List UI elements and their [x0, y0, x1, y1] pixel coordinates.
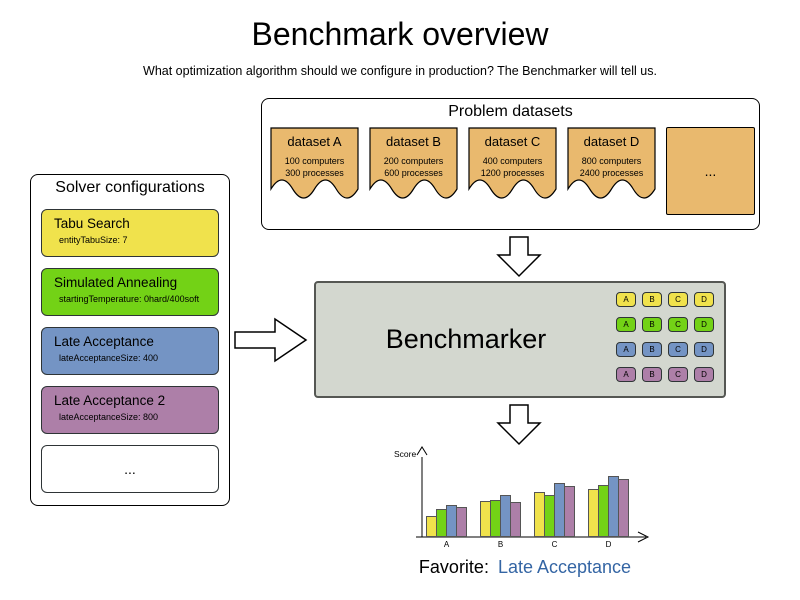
dataset-title: dataset C	[484, 134, 541, 149]
dataset-card-text: dataset C 400 computers 1200 processes	[468, 127, 557, 179]
benchmarker-cell: C	[668, 317, 688, 332]
solver-card-title: Late Acceptance 2	[54, 393, 166, 408]
benchmarker-cell: C	[668, 367, 688, 382]
benchmarker-cell: A	[616, 342, 636, 357]
bar-late-acceptance-2	[564, 486, 575, 537]
solver-card-subtitle: entityTabuSize: 7	[59, 235, 128, 245]
score-chart: Score A B C D	[392, 443, 664, 551]
solver-card-more: ...	[41, 445, 219, 493]
benchmarker-cell: B	[642, 292, 662, 307]
dataset-title: dataset B	[386, 134, 441, 149]
bar-group-a: A	[426, 505, 467, 549]
solver-card-tabu-search: Tabu Search entityTabuSize: 7	[41, 209, 219, 257]
dataset-computers: 400 computers	[482, 156, 543, 166]
dataset-card-text: dataset A 100 computers 300 processes	[270, 127, 359, 179]
solver-card-list: Tabu Search entityTabuSize: 7 Simulated …	[41, 209, 219, 504]
dataset-card-c: dataset C 400 computers 1200 processes	[468, 127, 557, 213]
benchmarker-cell: B	[642, 367, 662, 382]
dataset-title: dataset A	[287, 134, 342, 149]
dataset-computers: 200 computers	[383, 156, 444, 166]
solver-more-label: ...	[124, 461, 136, 477]
bar-late-acceptance-2	[618, 479, 629, 537]
solver-card-late-acceptance-2: Late Acceptance 2 lateAcceptanceSize: 80…	[41, 386, 219, 434]
dataset-processes: 300 processes	[285, 168, 344, 178]
bar-late-acceptance-2	[456, 507, 467, 537]
solver-configurations-panel: Solver configurations Tabu Search entity…	[30, 174, 230, 506]
benchmarker-cell: C	[668, 292, 688, 307]
benchmarker-cell: A	[616, 292, 636, 307]
dataset-title: dataset D	[583, 134, 640, 149]
arrow-down-icon	[496, 236, 542, 278]
dataset-more-label: ...	[704, 163, 717, 179]
page-subtitle: What optimization algorithm should we co…	[143, 64, 657, 78]
dataset-card-text: dataset D 800 computers 2400 processes	[567, 127, 656, 179]
chart-category-label: B	[497, 540, 504, 549]
favorite-line: Favorite: Late Acceptance	[370, 557, 680, 578]
problem-datasets-panel: Problem datasets dataset A 100 computers…	[261, 98, 760, 230]
dataset-page-shape	[369, 127, 458, 199]
chart-axes	[416, 446, 650, 543]
dataset-card-text: dataset B 200 computers 600 processes	[369, 127, 458, 179]
favorite-prefix: Favorite:	[418, 557, 489, 577]
bar-group-d: D	[588, 476, 629, 549]
page-title: Benchmark overview	[251, 16, 549, 52]
dataset-page-shape	[270, 127, 359, 199]
chart-category-label: C	[551, 540, 558, 549]
benchmarker-cell: B	[642, 317, 662, 332]
chart-category-label: A	[443, 540, 450, 549]
arrow-right-icon	[234, 317, 308, 363]
dataset-row: dataset A 100 computers 300 processes da…	[270, 127, 755, 215]
solver-card-title: Tabu Search	[54, 216, 130, 231]
bar-group-c: C	[534, 483, 575, 549]
dataset-card-a: dataset A 100 computers 300 processes	[270, 127, 359, 213]
benchmarker-cell: C	[668, 342, 688, 357]
solver-card-title: Late Acceptance	[54, 334, 154, 349]
dataset-card-d: dataset D 800 computers 2400 processes	[567, 127, 656, 213]
solver-card-subtitle: startingTemperature: 0hard/400soft	[59, 294, 200, 304]
benchmarker-label: Benchmarker	[385, 324, 547, 354]
solver-card-subtitle: lateAcceptanceSize: 400	[59, 353, 159, 363]
dataset-page-shape	[567, 127, 656, 199]
benchmarker-cell: B	[642, 342, 662, 357]
chart-category-label: D	[605, 540, 612, 549]
bar-group-b: B	[480, 495, 521, 549]
solver-panel-title: Solver configurations	[55, 179, 205, 196]
dataset-computers: 800 computers	[581, 156, 642, 166]
dataset-card-more: ...	[666, 127, 755, 215]
benchmarker-cell: A	[616, 317, 636, 332]
dataset-page-shape	[468, 127, 557, 199]
chart-bars: A B C D	[426, 476, 629, 549]
benchmarker-cell: A	[616, 367, 636, 382]
bar-late-acceptance-2	[510, 502, 521, 537]
solver-card-late-acceptance: Late Acceptance lateAcceptanceSize: 400	[41, 327, 219, 375]
favorite-value: Late Acceptance	[497, 557, 632, 577]
datasets-panel-title: Problem datasets	[448, 103, 573, 120]
benchmarker-cell: D	[694, 367, 714, 382]
dataset-processes: 1200 processes	[480, 168, 545, 178]
dataset-processes: 2400 processes	[579, 168, 644, 178]
benchmarker-cell: D	[694, 317, 714, 332]
dataset-processes: 600 processes	[384, 168, 443, 178]
arrow-down-icon	[496, 404, 542, 446]
dataset-card-b: dataset B 200 computers 600 processes	[369, 127, 458, 213]
benchmarker-cell: D	[694, 292, 714, 307]
solver-card-simulated-annealing: Simulated Annealing startingTemperature:…	[41, 268, 219, 316]
chart-y-axis-label: Score	[394, 449, 417, 459]
solver-card-title: Simulated Annealing	[54, 275, 178, 290]
solver-card-subtitle: lateAcceptanceSize: 800	[59, 412, 159, 422]
benchmarker-cell: D	[694, 342, 714, 357]
dataset-computers: 100 computers	[284, 156, 345, 166]
